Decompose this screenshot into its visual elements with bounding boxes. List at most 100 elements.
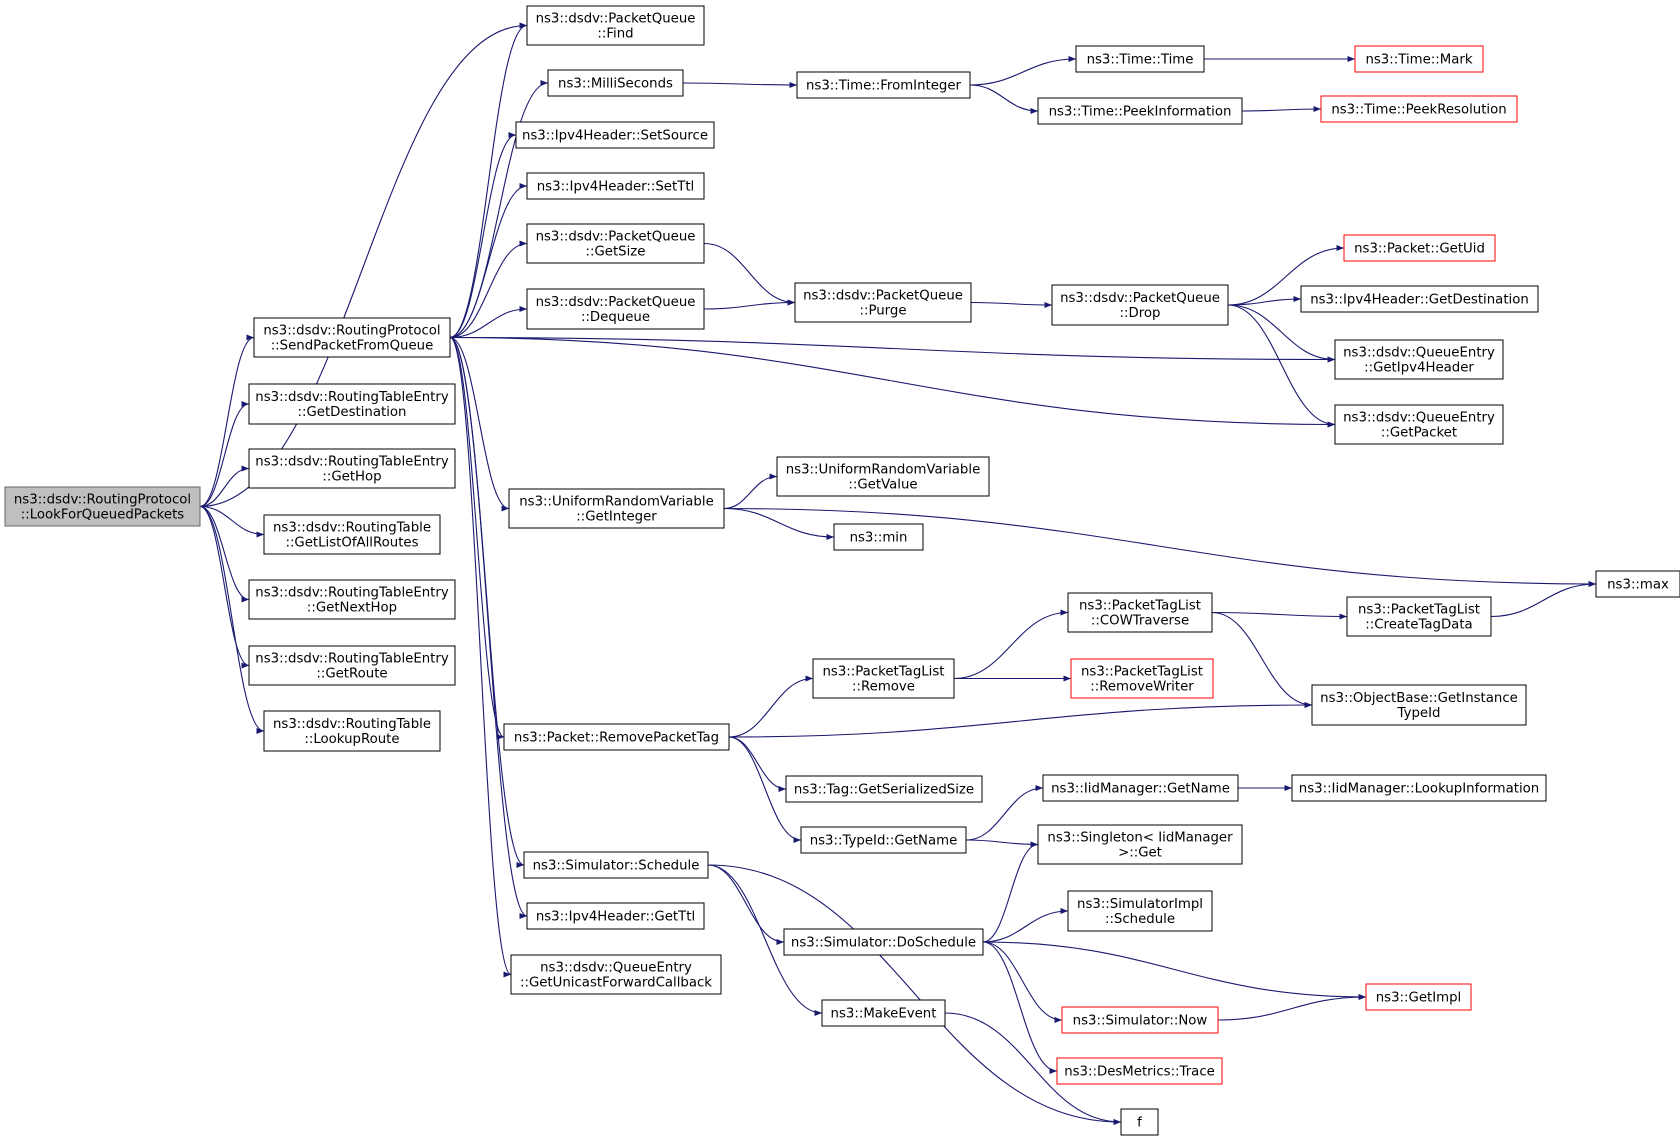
node-rt_lookup[interactable]: ns3::dsdv::RoutingTable::LookupRoute — [263, 710, 441, 752]
node-qe_getipv4[interactable]: ns3::dsdv::QueueEntry::GetIpv4Header — [1334, 339, 1504, 380]
node-sim_schedule[interactable]: ns3::Simulator::Schedule — [523, 851, 709, 879]
node-ipv4_getdest[interactable]: ns3::Ipv4Header::GetDestination — [1300, 285, 1539, 313]
node-label: ns3::Ipv4Header::GetTtl — [536, 910, 695, 925]
node-box — [4, 486, 201, 527]
node-ptl_createtag[interactable]: ns3::PacketTagList::CreateTagData — [1346, 596, 1492, 637]
node-setsource[interactable]: ns3::Ipv4Header::SetSource — [515, 121, 715, 149]
node-rte_getdest[interactable]: ns3::dsdv::RoutingTableEntry::GetDestina… — [248, 383, 456, 425]
node-typeid_getname[interactable]: ns3::TypeId::GetName — [800, 826, 967, 854]
node-fromint[interactable]: ns3::Time::FromInteger — [796, 71, 971, 99]
node-box — [1300, 285, 1539, 313]
node-f[interactable]: f — [1120, 1108, 1159, 1136]
node-sim_now[interactable]: ns3::Simulator::Now — [1061, 1006, 1219, 1034]
node-box — [1311, 684, 1527, 726]
node-box — [796, 71, 971, 99]
node-urv_getvalue[interactable]: ns3::UniformRandomVariable::GetValue — [776, 456, 990, 497]
node-qe_getucb[interactable]: ns3::dsdv::QueueEntry::GetUnicastForward… — [510, 954, 722, 995]
node-box — [1075, 45, 1205, 73]
node-label: ns3::dsdv::RoutingTable — [273, 521, 431, 536]
node-box — [812, 658, 955, 699]
node-box — [263, 710, 441, 752]
node-sim_doschedule[interactable]: ns3::Simulator::DoSchedule — [783, 928, 984, 956]
node-ptl_cow[interactable]: ns3::PacketTagList::COWTraverse — [1067, 592, 1213, 633]
node-box — [510, 954, 722, 995]
node-time_time[interactable]: ns3::Time::Time — [1075, 45, 1205, 73]
node-label: ns3::PacketTagList — [1081, 665, 1203, 680]
edge-ptl_remove-to-ptl_cow — [953, 609, 1069, 680]
node-box — [776, 456, 990, 497]
call-edges — [199, 22, 1597, 1126]
node-label: ns3::dsdv::RoutingTableEntry — [255, 390, 449, 405]
node-box — [1067, 890, 1213, 932]
node-makeevent[interactable]: ns3::MakeEvent — [821, 999, 946, 1027]
node-label: ns3::dsdv::PacketQueue — [536, 12, 696, 27]
node-simimpl_sched[interactable]: ns3::SimulatorImpl::Schedule — [1067, 890, 1213, 932]
node-peekinfo[interactable]: ns3::Time::PeekInformation — [1037, 97, 1243, 125]
node-millis[interactable]: ns3::MilliSeconds — [547, 69, 684, 97]
node-rmpkttag[interactable]: ns3::Packet::RemovePacketTag — [503, 723, 730, 751]
node-label: ns3::dsdv::RoutingTableEntry — [255, 652, 449, 667]
node-label: ns3::Singleton< IidManager — [1047, 831, 1233, 846]
node-rt_getlist[interactable]: ns3::dsdv::RoutingTable::GetListOfAllRou… — [263, 514, 441, 555]
node-min[interactable]: ns3::min — [833, 523, 924, 551]
node-label: ns3::Time::Mark — [1365, 53, 1472, 68]
node-tag_getsersize[interactable]: ns3::Tag::GetSerializedSize — [785, 775, 983, 803]
edge-pq_drop-to-pkt_getuid — [1227, 244, 1345, 306]
node-pq_dequeue[interactable]: ns3::dsdv::PacketQueue::Dequeue — [526, 288, 705, 330]
node-sendpkt[interactable]: ns3::dsdv::RoutingProtocol::SendPacketFr… — [253, 317, 451, 358]
node-rte_getnexthop[interactable]: ns3::dsdv::RoutingTableEntry::GetNextHop — [248, 579, 456, 620]
node-label: ns3::Time::FromInteger — [806, 79, 962, 94]
node-label: ::GetRoute — [316, 667, 387, 682]
node-label: ns3::MakeEvent — [831, 1007, 937, 1022]
node-label: ns3::UniformRandomVariable — [786, 463, 981, 478]
node-label: ns3::GetImpl — [1376, 991, 1461, 1006]
node-pkt_getuid[interactable]: ns3::Packet::GetUid — [1343, 234, 1496, 262]
node-label: TypeId — [1397, 706, 1441, 721]
node-box — [1334, 339, 1504, 380]
node-label: ns3::Time::Time — [1087, 53, 1194, 68]
edge-sendpkt-to-pq_dequeue — [449, 305, 528, 339]
node-urv_getint[interactable]: ns3::UniformRandomVariable::GetInteger — [508, 488, 725, 529]
node-qe_getpacket[interactable]: ns3::dsdv::QueueEntry::GetPacket — [1334, 404, 1504, 445]
node-rte_gethop[interactable]: ns3::dsdv::RoutingTableEntry::GetHop — [248, 448, 456, 489]
node-getttl[interactable]: ns3::Ipv4Header::GetTtl — [526, 902, 705, 930]
node-pq_getsize[interactable]: ns3::dsdv::PacketQueue::GetSize — [526, 223, 705, 264]
node-rte_getroute[interactable]: ns3::dsdv::RoutingTableEntry::GetRoute — [248, 645, 456, 686]
node-label: ns3::dsdv::RoutingTableEntry — [255, 455, 449, 470]
edge-sim_schedule-to-f — [707, 864, 1122, 1126]
node-iid_getname[interactable]: ns3::IidManager::GetName — [1042, 774, 1239, 802]
node-pq_purge[interactable]: ns3::dsdv::PacketQueue::Purge — [794, 282, 972, 323]
edge-pq_purge-to-pq_drop — [970, 301, 1053, 309]
edge-typeid_getname-to-iid_getname — [965, 784, 1044, 841]
node-singleton_get[interactable]: ns3::Singleton< IidManager>::Get — [1037, 824, 1243, 865]
node-time_mark[interactable]: ns3::Time::Mark — [1354, 45, 1484, 73]
node-pq_drop[interactable]: ns3::dsdv::PacketQueue::Drop — [1051, 284, 1229, 326]
node-label: ::GetInteger — [576, 510, 657, 525]
node-setttl[interactable]: ns3::Ipv4Header::SetTtl — [526, 172, 705, 200]
node-desmetrics[interactable]: ns3::DesMetrics::Trace — [1056, 1057, 1223, 1085]
node-label: ns3::dsdv::RoutingTableEntry — [255, 586, 449, 601]
node-label: ns3::dsdv::PacketQueue — [1060, 291, 1220, 306]
node-getimpl[interactable]: ns3::GetImpl — [1365, 983, 1472, 1011]
node-ptl_rmwriter[interactable]: ns3::PacketTagList::RemoveWriter — [1070, 658, 1214, 699]
node-max[interactable]: ns3::max — [1595, 570, 1680, 598]
node-label: ns3::dsdv::PacketQueue — [803, 289, 963, 304]
node-label: ns3::max — [1607, 578, 1669, 593]
node-box — [526, 902, 705, 930]
node-iid_lookupinfo[interactable]: ns3::IidManager::LookupInformation — [1291, 774, 1547, 802]
edge-root-to-rte_getnexthop — [199, 505, 250, 603]
node-label: ::Drop — [1120, 306, 1161, 321]
node-box — [1354, 45, 1484, 73]
edge-root-to-rte_gethop — [199, 465, 250, 508]
node-box — [1343, 234, 1496, 262]
edge-urv_getint-to-urv_getvalue — [723, 473, 778, 510]
node-label: ::LookupRoute — [304, 732, 399, 747]
node-box — [253, 317, 451, 358]
node-label: ns3::dsdv::RoutingProtocol — [14, 493, 191, 508]
edge-sim_doschedule-to-simimpl_sched — [982, 907, 1069, 943]
node-root[interactable]: ns3::dsdv::RoutingProtocol::LookForQueue… — [4, 486, 201, 527]
node-pq_find[interactable]: ns3::dsdv::PacketQueue::Find — [526, 5, 705, 46]
node-peekres[interactable]: ns3::Time::PeekResolution — [1320, 95, 1518, 123]
node-ptl_remove[interactable]: ns3::PacketTagList::Remove — [812, 658, 955, 699]
